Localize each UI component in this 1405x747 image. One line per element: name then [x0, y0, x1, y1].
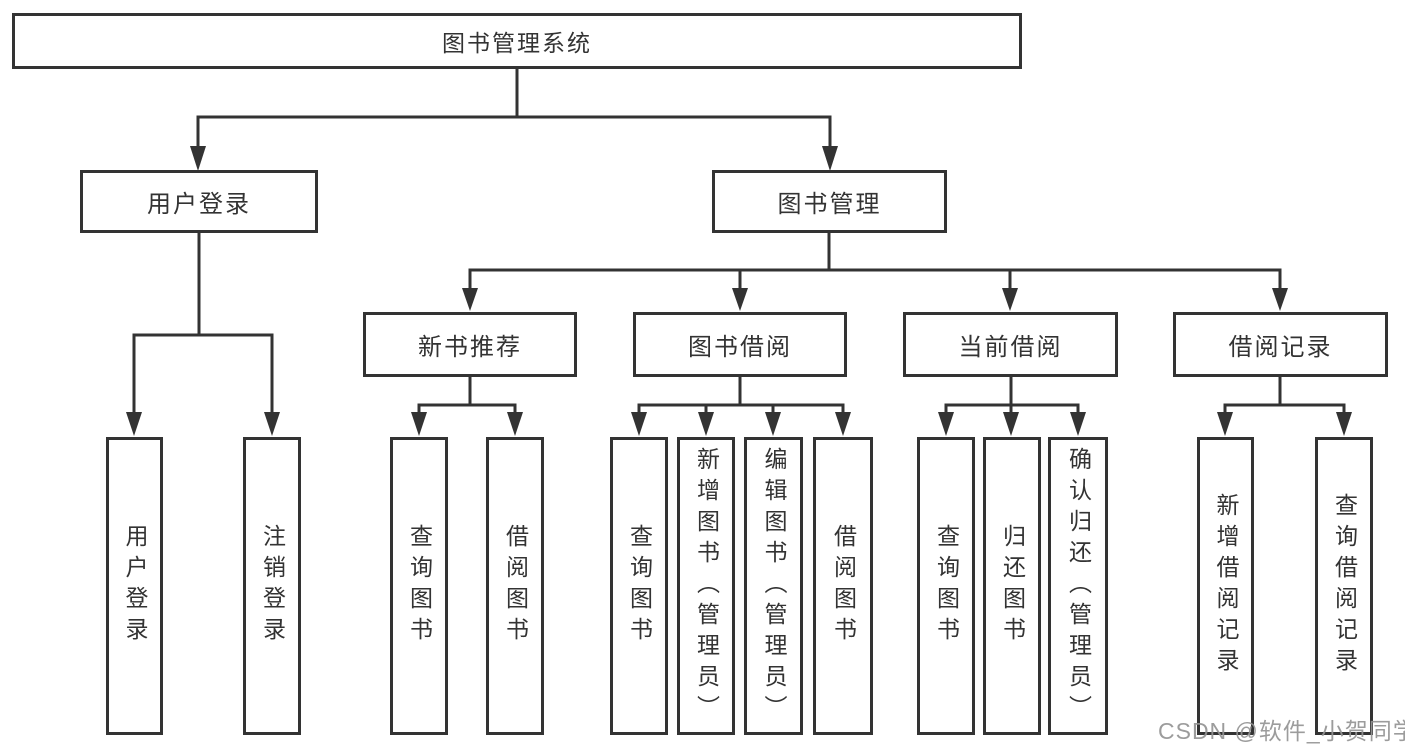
node-root: 图书管理系统: [12, 13, 1022, 69]
leaf-user-login-label: 用户登录: [122, 524, 148, 648]
leaf-bb-query-books-label: 查询图书: [626, 524, 653, 648]
leaf-bb-edit-books-admin-label: 编辑图书（管理员）: [761, 446, 787, 726]
leaf-br-add-record-label: 新增借阅记录: [1213, 493, 1239, 679]
edges-root-to-branches: [190, 69, 838, 171]
node-book-borrow-label: 图书借阅: [688, 334, 792, 361]
node-new-book-rec-label: 新书推荐: [418, 334, 522, 361]
node-borrow-records: 借阅记录: [1173, 312, 1388, 377]
edges-borrow-records-to-leaves: [1217, 377, 1352, 436]
node-current-borrow-label: 当前借阅: [958, 334, 1063, 361]
node-book-mgmt-label: 图书管理: [777, 191, 882, 218]
leaf-user-login: 用户登录: [106, 437, 163, 735]
node-user-login-label: 用户登录: [147, 191, 251, 218]
csdn-watermark: CSDN @软件_小贺同学: [1158, 718, 1405, 744]
leaf-rec-borrow-books-label: 借阅图书: [502, 524, 529, 648]
leaf-rec-borrow-books: 借阅图书: [486, 437, 544, 735]
leaf-cb-query-books-label: 查询图书: [933, 524, 960, 648]
leaf-cb-return-books: 归还图书: [983, 437, 1041, 735]
leaf-bb-edit-books-admin: 编辑图书（管理员）: [744, 437, 803, 735]
leaf-cb-confirm-return-admin-label: 确认归还（管理员）: [1065, 446, 1092, 726]
node-borrow-records-label: 借阅记录: [1228, 334, 1333, 361]
edges-book-borrow-to-leaves: [631, 377, 851, 436]
leaf-cb-return-books-label: 归还图书: [999, 524, 1026, 648]
leaf-logout-label: 注销登录: [259, 524, 286, 648]
node-current-borrow: 当前借阅: [903, 312, 1118, 377]
edges-user-login-to-leaves: [126, 233, 280, 436]
node-root-label: 图书管理系统: [442, 30, 592, 56]
node-user-login: 用户登录: [80, 170, 318, 233]
edges-new-book-rec-to-leaves: [411, 377, 523, 436]
leaf-cb-query-books: 查询图书: [917, 437, 975, 735]
leaf-rec-query-books: 查询图书: [390, 437, 448, 735]
edges-book-mgmt-to-modules: [462, 233, 1288, 311]
edges-current-borrow-to-leaves: [938, 377, 1086, 436]
leaf-bb-add-books-admin-label: 新增图书（管理员）: [693, 446, 720, 726]
leaf-bb-borrow-books: 借阅图书: [813, 437, 873, 735]
leaf-rec-query-books-label: 查询图书: [406, 524, 433, 648]
leaf-br-add-record: 新增借阅记录: [1197, 437, 1254, 735]
node-book-borrow: 图书借阅: [633, 312, 847, 377]
node-book-mgmt: 图书管理: [712, 170, 947, 233]
leaf-br-query-record-label: 查询借阅记录: [1331, 493, 1358, 679]
leaf-bb-query-books: 查询图书: [610, 437, 668, 735]
leaf-logout: 注销登录: [243, 437, 301, 735]
node-new-book-rec: 新书推荐: [363, 312, 577, 377]
leaf-cb-confirm-return-admin: 确认归还（管理员）: [1048, 437, 1108, 735]
leaf-bb-add-books-admin: 新增图书（管理员）: [677, 437, 735, 735]
leaf-bb-borrow-books-label: 借阅图书: [830, 524, 857, 648]
leaf-br-query-record: 查询借阅记录: [1315, 437, 1373, 735]
